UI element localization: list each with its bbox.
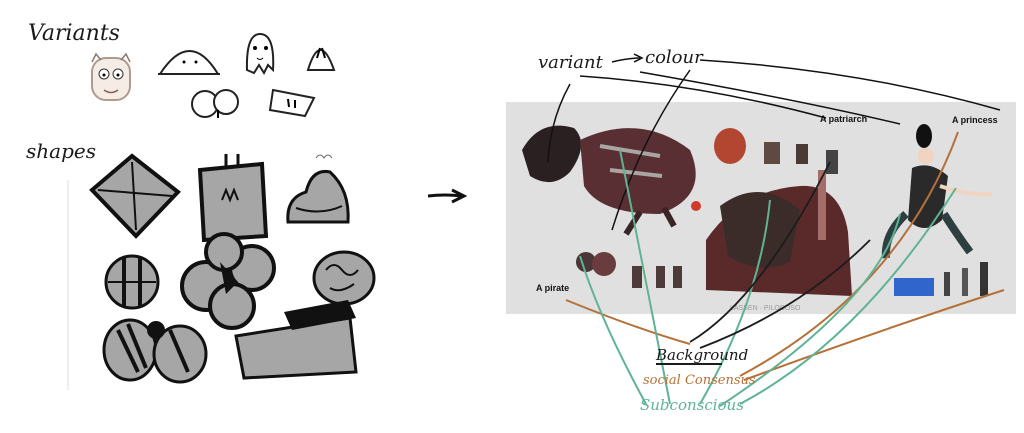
variant-sketch-pillow [268,88,316,118]
shape-chest [234,300,358,380]
shape-sphere [104,254,160,310]
patriarch-character [706,128,852,296]
shapes-heading: shapes [26,139,96,163]
shape-cluster [180,232,276,330]
princess-label: A princess [952,115,998,125]
variant-sketch-dome [158,50,220,75]
shape-diamond [89,153,181,239]
shape-swirl [286,154,350,224]
shape-box-bag [197,154,269,243]
watermark: LASSEN · PILOCOSO [730,305,801,312]
pirate-character [522,125,701,288]
variants-heading: Variants [28,21,120,46]
social-consensus-label: social Consensus [643,373,756,388]
colour-label: colour [645,47,704,68]
shape-beetle [102,318,208,384]
shape-brain [312,250,376,306]
background-lines [689,161,871,349]
patriarch-label: A patriarch [820,114,867,124]
variant-sketch-bubbles [191,89,239,118]
variant-sketch-triangle [306,47,336,71]
subconscious-lines [579,149,957,407]
right-arrow-icon [427,188,468,204]
social-consensus-lines [565,131,1005,381]
black-annotation-lines [547,59,1001,231]
variant-to-colour-arrow [611,53,644,63]
variant-sketch-cat [91,52,131,101]
background-label: Background [655,346,748,364]
left-panel: Variants [26,21,376,390]
pirate-label: A pirate [536,283,569,293]
right-panel: A patriarch A princess A pirate LASSEN ·… [506,47,1016,414]
variant-label: variant [538,52,604,73]
variant-sketch-ghost [245,32,275,76]
subconscious-label: Subconscious [640,396,744,414]
